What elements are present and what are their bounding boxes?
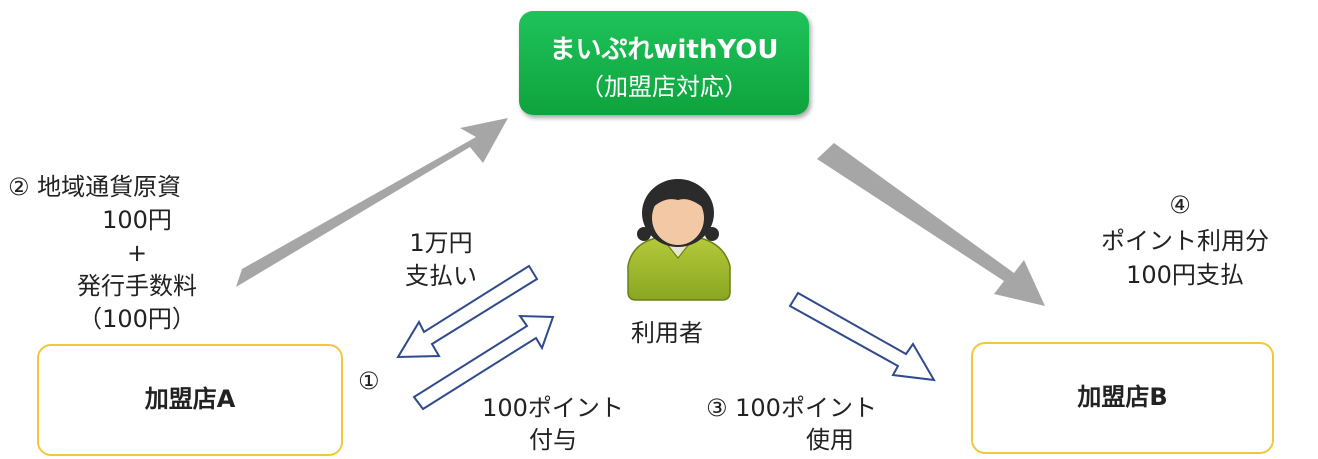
step2-line1: ② 地域通貨原資 [8,173,182,201]
step1-number: ① [358,367,380,395]
step2-line2: 100円 [102,206,172,234]
service-node: まいぷれwithYOU （加盟店対応） [519,11,809,115]
step4-line2: ポイント利用分 [1101,227,1269,255]
user-label: 利用者 [631,319,703,347]
arrow-user-to-store-a [396,264,539,359]
step4-line1: ④ [1169,191,1191,219]
step4-line3: 100円支払 [1126,261,1244,289]
store-b-label: 加盟店B [1077,383,1168,411]
step2-line3: + [126,239,148,267]
arrow-store-a-to-user [412,314,555,411]
store-b-node: 加盟店B [971,342,1274,454]
step3-line1: ③ 100ポイント [706,394,877,422]
arrow-service-to-store-b [817,143,1045,306]
step1-grant-line2: 付与 [529,426,577,454]
step1-pay-line1: 1万円 [409,229,473,257]
service-title: まいぷれwithYOU [549,35,779,65]
step2-line5: （100円） [78,305,196,333]
store-a-label: 加盟店A [144,385,236,413]
step1-pay-line2: 支払い [405,262,477,290]
step2-line4: 発行手数料 [77,272,197,300]
step1-grant-line1: 100ポイント [482,394,624,422]
service-subtitle: （加盟店対応） [580,73,748,101]
arrow-store-a-to-service [236,118,508,287]
arrow-user-to-store-b [788,291,936,382]
store-a-node: 加盟店A [37,344,343,456]
step3-line2: 使用 [806,426,854,454]
